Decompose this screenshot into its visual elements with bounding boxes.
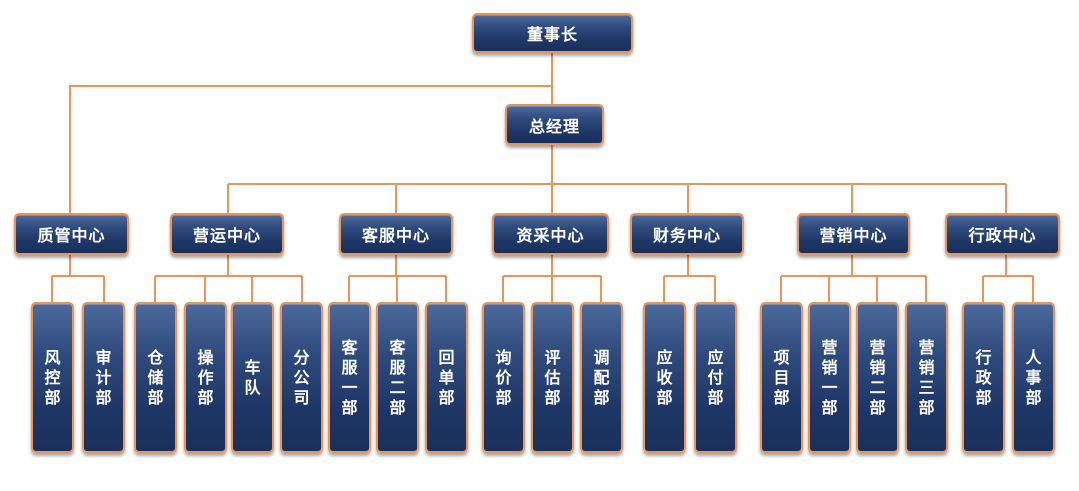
dept-inquiry: 询价部	[482, 302, 525, 453]
dept-marketing-2: 营销二部	[856, 302, 899, 453]
center-administration: 行政中心	[945, 213, 1060, 255]
dept-label: 操作部	[197, 347, 214, 407]
dept-projects: 项目部	[760, 302, 803, 453]
center-operations: 营运中心	[170, 213, 284, 255]
center-customer-service: 客服中心	[339, 213, 453, 255]
dept-label: 分公司	[293, 347, 310, 407]
dept-label: 客服二部	[389, 337, 406, 417]
dept-label: 营销二部	[869, 337, 886, 417]
dept-customer-service-1: 客服一部	[328, 302, 371, 453]
dept-risk-control: 风控部	[31, 302, 74, 453]
general-manager-box: 总经理	[505, 104, 604, 145]
dept-label: 车 队	[244, 357, 261, 397]
dept-label: 仓储部	[147, 347, 164, 407]
dept-label: 评估部	[544, 347, 561, 407]
dept-label: 应收部	[656, 347, 673, 407]
dept-fleet: 车 队	[231, 302, 274, 453]
dept-label: 行政部	[975, 347, 992, 407]
dept-customer-service-2: 客服二部	[376, 302, 419, 453]
dept-label: 项目部	[773, 347, 790, 407]
dept-hr: 人事部	[1012, 302, 1055, 453]
dept-admin: 行政部	[962, 302, 1005, 453]
dept-audit: 审计部	[82, 302, 125, 453]
chairman-box: 董事长	[472, 13, 633, 53]
dept-evaluation: 评估部	[531, 302, 574, 453]
center-procurement: 资采中心	[492, 213, 609, 255]
dept-receipts: 回单部	[425, 302, 468, 453]
dept-operations: 操作部	[184, 302, 227, 453]
center-marketing: 营销中心	[797, 213, 910, 255]
dept-marketing-3: 营销三部	[905, 302, 948, 453]
dept-label: 应付部	[707, 347, 724, 407]
dept-label: 询价部	[495, 347, 512, 407]
dept-label: 风控部	[44, 347, 61, 407]
dept-label: 营销三部	[918, 337, 935, 417]
dept-warehouse: 仓储部	[134, 302, 177, 453]
dept-label: 审计部	[95, 347, 112, 407]
dept-marketing-1: 营销一部	[808, 302, 851, 453]
dept-allocation: 调配部	[580, 302, 623, 453]
dept-label: 人事部	[1025, 347, 1042, 407]
center-quality: 质管中心	[14, 213, 129, 255]
dept-label: 营销一部	[821, 337, 838, 417]
dept-label: 回单部	[438, 347, 455, 407]
dept-branch: 分公司	[280, 302, 323, 453]
dept-receivables: 应收部	[643, 302, 686, 453]
dept-label: 调配部	[593, 347, 610, 407]
center-finance: 财务中心	[630, 213, 744, 255]
dept-payables: 应付部	[694, 302, 737, 453]
dept-label: 客服一部	[341, 337, 358, 417]
